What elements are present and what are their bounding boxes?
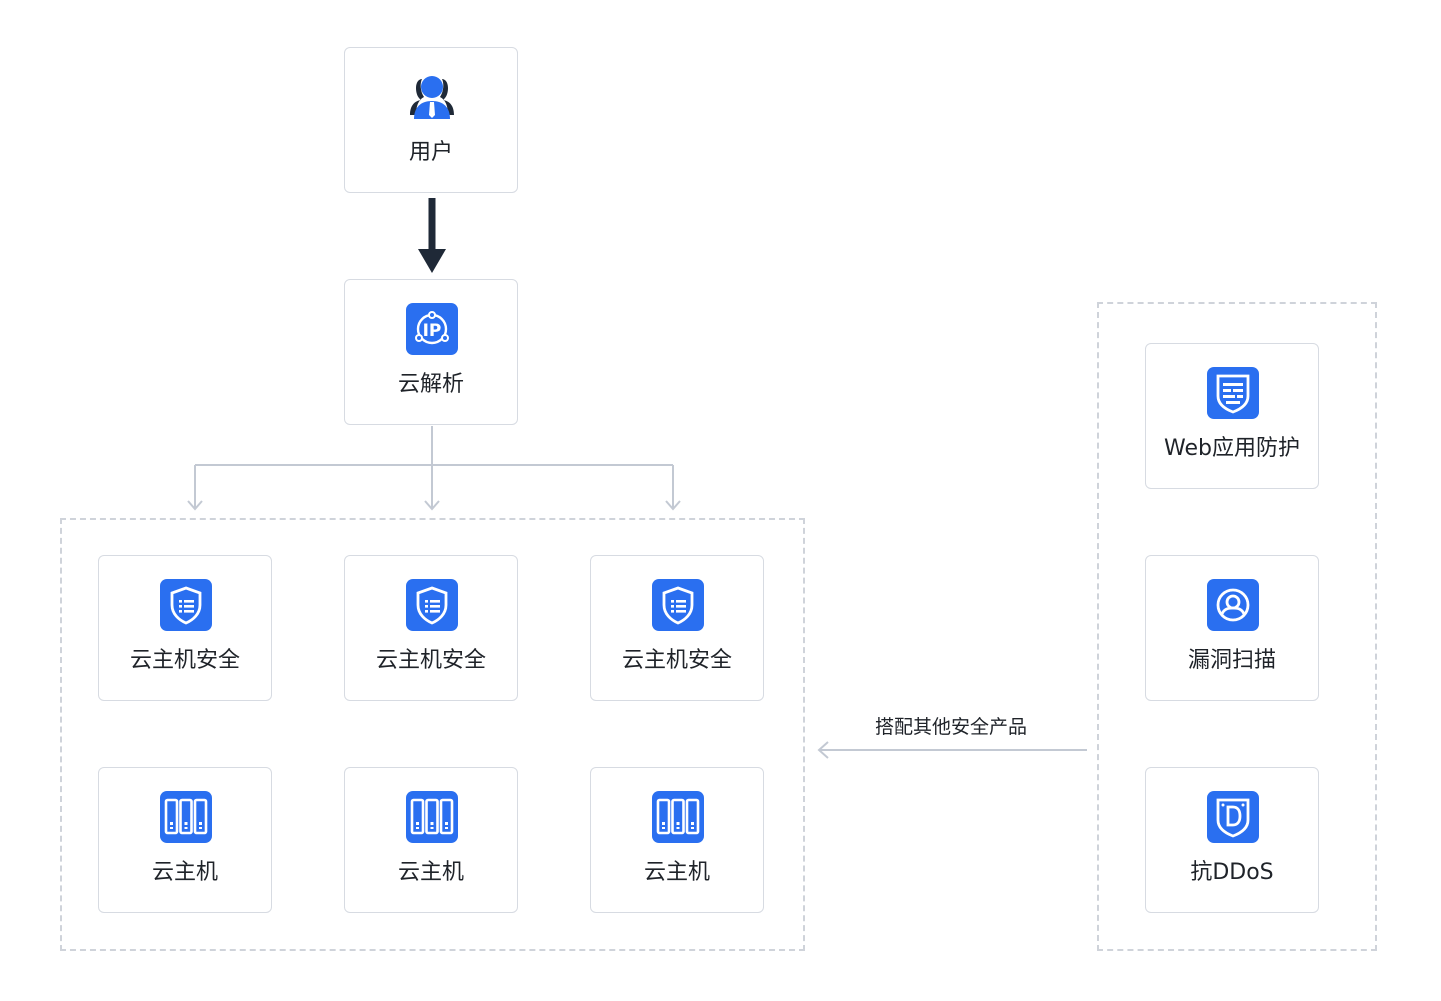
host-security-label: 云主机安全 — [621, 648, 732, 673]
dns-node-label: 云解析 — [397, 372, 464, 397]
waf-node-label: Web应用防护 — [1164, 436, 1300, 461]
shield-list-icon — [652, 579, 704, 631]
cloud-host-node-3[interactable]: 云主机 — [590, 767, 764, 913]
host-security-label: 云主机安全 — [129, 648, 240, 673]
user-node[interactable]: 用户 — [344, 47, 518, 193]
server-rack-icon — [160, 791, 212, 843]
server-rack-icon — [406, 791, 458, 843]
host-security-label: 云主机安全 — [375, 648, 486, 673]
waf-node[interactable]: Web应用防护 — [1145, 343, 1319, 489]
firewall-shield-icon — [1207, 367, 1259, 419]
shield-list-icon — [406, 579, 458, 631]
products-to-hosts-arrowhead — [817, 741, 829, 759]
dns-node[interactable]: IP 云解析 — [344, 279, 518, 425]
vuln-scan-node-label: 漏洞扫描 — [1187, 648, 1276, 673]
svg-text:IP: IP — [423, 321, 442, 341]
user-node-label: 用户 — [408, 140, 453, 165]
host-security-node-3[interactable]: 云主机安全 — [590, 555, 764, 701]
ddos-shield-icon — [1207, 791, 1259, 843]
user-to-dns-arrow-head — [418, 249, 446, 273]
edge-label: 搭配其他安全产品 — [874, 716, 1027, 738]
shield-list-icon — [160, 579, 212, 631]
branch-left-arrowhead — [187, 500, 203, 511]
branch-middle-arrowhead — [424, 500, 440, 511]
host-security-node-2[interactable]: 云主机安全 — [344, 555, 518, 701]
ip-resolve-icon: IP — [406, 303, 458, 355]
security-products-group — [1097, 302, 1377, 951]
cloud-host-group — [60, 518, 805, 951]
cloud-host-label: 云主机 — [397, 860, 464, 885]
vuln-scan-node[interactable]: 漏洞扫描 — [1145, 555, 1319, 701]
cloud-host-node-1[interactable]: 云主机 — [98, 767, 272, 913]
cloud-host-node-2[interactable]: 云主机 — [344, 767, 518, 913]
anti-ddos-node-label: 抗DDoS — [1190, 860, 1274, 885]
vulnerability-scan-icon — [1207, 579, 1259, 631]
cloud-host-label: 云主机 — [643, 860, 710, 885]
branch-right-arrowhead — [665, 500, 681, 511]
anti-ddos-node[interactable]: 抗DDoS — [1145, 767, 1319, 913]
host-security-node-1[interactable]: 云主机安全 — [98, 555, 272, 701]
cloud-host-label: 云主机 — [151, 860, 218, 885]
user-group-icon — [406, 71, 458, 123]
server-rack-icon — [652, 791, 704, 843]
